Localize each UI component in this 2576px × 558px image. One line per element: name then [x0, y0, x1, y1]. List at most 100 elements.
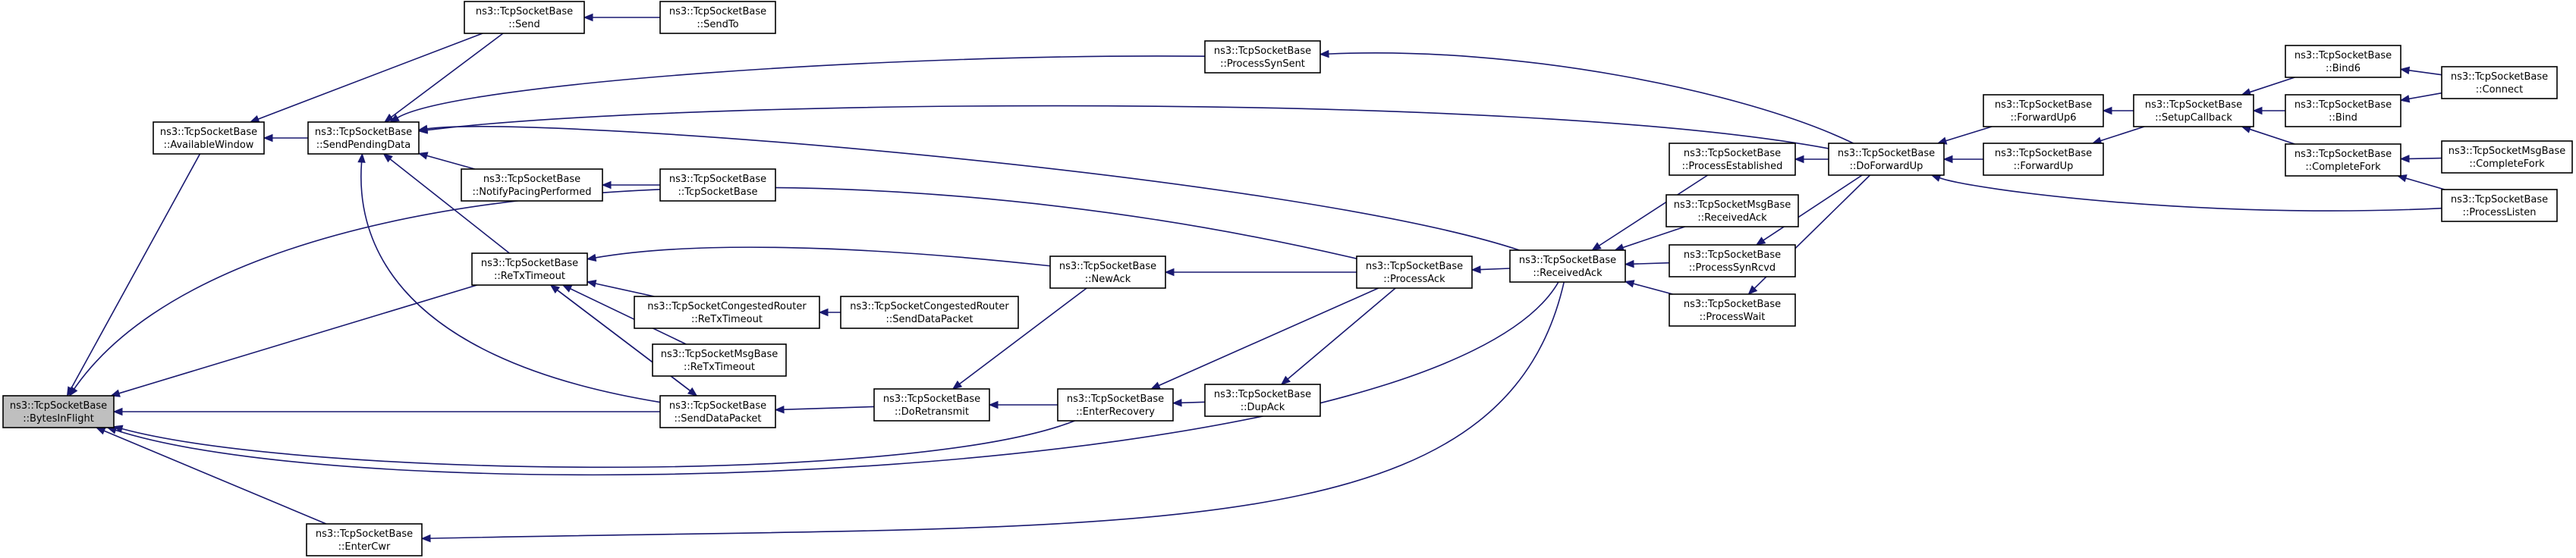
node-method-label: ::ReceivedAck [1697, 212, 1767, 224]
arrowhead [1172, 399, 1182, 407]
node-forward-up[interactable]: ns3::TcpSocketBase::ForwardUp [1983, 143, 2104, 176]
arrowhead [1755, 237, 1766, 246]
arrowhead [1150, 381, 1161, 390]
node-msg-re-tx-timeout[interactable]: ns3::TcpSocketMsgBase::ReTxTimeout [652, 343, 787, 377]
node-complete-fork[interactable]: ns3::TcpSocketBase::CompleteFork [2285, 143, 2401, 177]
node-bind6[interactable]: ns3::TcpSocketBase::Bind6 [2285, 45, 2401, 78]
node-process-ack[interactable]: ns3::TcpSocketBase::ProcessAck [1356, 255, 1473, 289]
node-class-label: ns3::TcpSocketBase [1214, 389, 1311, 400]
edge-line [426, 155, 476, 170]
edge-msg-complete-fork-to-complete-fork [2399, 155, 2442, 163]
arrowhead [249, 114, 260, 123]
edge-do-forward-up-to-process-established [1794, 155, 1829, 164]
node-enter-cwr[interactable]: ns3::TcpSocketBase::EnterCwr [306, 523, 423, 556]
edge-cong-re-tx-timeout-to-re-tx-timeout [586, 280, 655, 297]
node-process-syn-sent[interactable]: ns3::TcpSocketBase::ProcessSynSent [1204, 40, 1321, 74]
node-box [1356, 255, 1473, 289]
node-class-label: ns3::TcpSocketBase [1995, 148, 2092, 159]
node-msg-received-ack[interactable]: ns3::TcpSocketMsgBase::ReceivedAck [1665, 194, 1799, 227]
node-class-label: ns3::TcpSocketBase [10, 400, 107, 412]
node-do-forward-up[interactable]: ns3::TcpSocketBase::DoForwardUp [1828, 143, 1945, 176]
node-box [1509, 249, 1626, 283]
node-method-label: ::EnterCwr [338, 541, 391, 553]
node-process-syn-rcvd[interactable]: ns3::TcpSocketBase::ProcessSynRcvd [1669, 244, 1796, 277]
edge-send-to-send-pending-data [383, 33, 504, 123]
edge-enter-cwr-to-bytes-in-flight [95, 427, 327, 525]
node-notify-pacing-performed[interactable]: ns3::TcpSocketBase::NotifyPacingPerforme… [461, 168, 603, 202]
node-tcp-socket-base[interactable]: ns3::TcpSocketBase::TcpSocketBase [659, 168, 776, 202]
node-forward-up6[interactable]: ns3::TcpSocketBase::ForwardUp6 [1983, 94, 2104, 127]
edge-line [959, 287, 1087, 385]
edge-line [115, 281, 1559, 476]
node-class-label: ns3::TcpSocketBase [476, 6, 573, 17]
node-process-established[interactable]: ns3::TcpSocketBase::ProcessEstablished [1669, 143, 1796, 176]
node-re-tx-timeout[interactable]: ns3::TcpSocketBase::ReTxTimeout [471, 252, 588, 286]
node-send-to[interactable]: ns3::TcpSocketBase::SendTo [659, 1, 776, 34]
node-process-listen[interactable]: ns3::TcpSocketBase::ProcessListen [2441, 189, 2558, 222]
node-method-label: ::ReceivedAck [1533, 268, 1603, 279]
edge-line [2249, 77, 2295, 93]
edge-line [1287, 287, 1396, 380]
node-method-label: ::ProcessAck [1383, 274, 1445, 285]
node-class-label: ns3::TcpSocketBase [883, 393, 980, 405]
arrowhead [1747, 285, 1758, 295]
node-send-pending-data[interactable]: ns3::TcpSocketBase::SendPendingData [307, 121, 420, 155]
node-box [2285, 94, 2401, 127]
node-box [634, 296, 820, 329]
edge-send-data-packet-to-bytes-in-flight [112, 407, 660, 416]
edge-line [1159, 287, 1379, 387]
node-process-wait[interactable]: ns3::TcpSocketBase::ProcessWait [1669, 293, 1796, 327]
edge-do-forward-up-to-send-pending-data [417, 105, 1829, 149]
node-bind[interactable]: ns3::TcpSocketBase::Bind [2285, 94, 2401, 127]
node-new-ack[interactable]: ns3::TcpSocketBase::NewAck [1049, 255, 1166, 289]
arrowhead [2399, 155, 2410, 163]
node-setup-callback[interactable]: ns3::TcpSocketBase::SetupCallback [2133, 94, 2254, 127]
edge-dup-ack-to-enter-recovery [1172, 399, 1206, 407]
edge-forward-up6-to-do-forward-up [1936, 126, 1993, 145]
node-method-label: ::SendTo [697, 19, 738, 30]
node-class-label: ns3::TcpSocketBase [1366, 261, 1463, 272]
node-send-data-packet[interactable]: ns3::TcpSocketBase::SendDataPacket [659, 395, 776, 428]
node-method-label: ::Bind [2329, 112, 2357, 124]
node-send[interactable]: ns3::TcpSocketBase::Send [464, 1, 585, 34]
edge-send-pending-data-to-available-window [263, 133, 308, 143]
node-method-label: ::CompleteFork [2469, 158, 2545, 170]
node-enter-recovery[interactable]: ns3::TcpSocketBase::EnterRecovery [1057, 388, 1174, 422]
node-box [1669, 293, 1796, 327]
node-class-label: ns3::TcpSocketBase [160, 127, 257, 138]
edge-line [1480, 268, 1511, 271]
node-method-label: ::NewAck [1085, 274, 1131, 285]
node-box [2133, 94, 2254, 127]
node-class-label: ns3::TcpSocketBase [2451, 71, 2548, 83]
edge-line [360, 161, 661, 403]
edge-process-syn-sent-to-send-pending-data [389, 55, 1206, 123]
node-cong-re-tx-timeout[interactable]: ns3::TcpSocketCongestedRouter::ReTxTimeo… [634, 296, 820, 329]
node-bytes-in-flight[interactable]: ns3::TcpSocketBase::BytesInFlight [2, 395, 115, 428]
node-cong-send-data-packet[interactable]: ns3::TcpSocketCongestedRouter::SendDataP… [840, 296, 1019, 329]
node-dup-ack[interactable]: ns3::TcpSocketBase::DupAck [1204, 384, 1321, 417]
node-received-ack[interactable]: ns3::TcpSocketBase::ReceivedAck [1509, 249, 1626, 283]
node-box [659, 395, 776, 428]
node-method-label: ::ProcessSynSent [1220, 58, 1305, 70]
node-method-label: ::TcpSocketBase [678, 187, 757, 198]
node-available-window[interactable]: ns3::TcpSocketBase::AvailableWindow [153, 121, 265, 155]
edge-line [2249, 128, 2295, 145]
node-do-retransmit[interactable]: ns3::TcpSocketBase::DoRetransmit [873, 388, 990, 422]
arrowhead [110, 389, 121, 397]
node-method-label: ::ProcessEstablished [1682, 161, 1783, 172]
node-method-label: ::NotifyPacingPerformed [473, 187, 592, 198]
edge-do-forward-up-to-process-syn-rcvd [1755, 174, 1863, 246]
node-method-label: ::DoForwardUp [1850, 161, 1923, 172]
node-method-label: ::AvailableWindow [164, 140, 254, 151]
arrowhead [112, 407, 123, 416]
arrowhead [561, 284, 573, 293]
node-msg-complete-fork[interactable]: ns3::TcpSocketMsgBase::CompleteFork [2441, 140, 2573, 174]
node-class-label: ns3::TcpSocketMsgBase [1674, 199, 1791, 211]
edge-line [121, 420, 1075, 469]
edge-tcp-socket-base-to-notify-pacing-performed [601, 180, 660, 190]
node-connect[interactable]: ns3::TcpSocketBase::Connect [2441, 66, 2558, 99]
node-box [306, 523, 423, 556]
edge-line [1633, 283, 1673, 295]
node-class-label: ns3::TcpSocketBase [316, 528, 413, 540]
edge-line [2405, 177, 2445, 190]
